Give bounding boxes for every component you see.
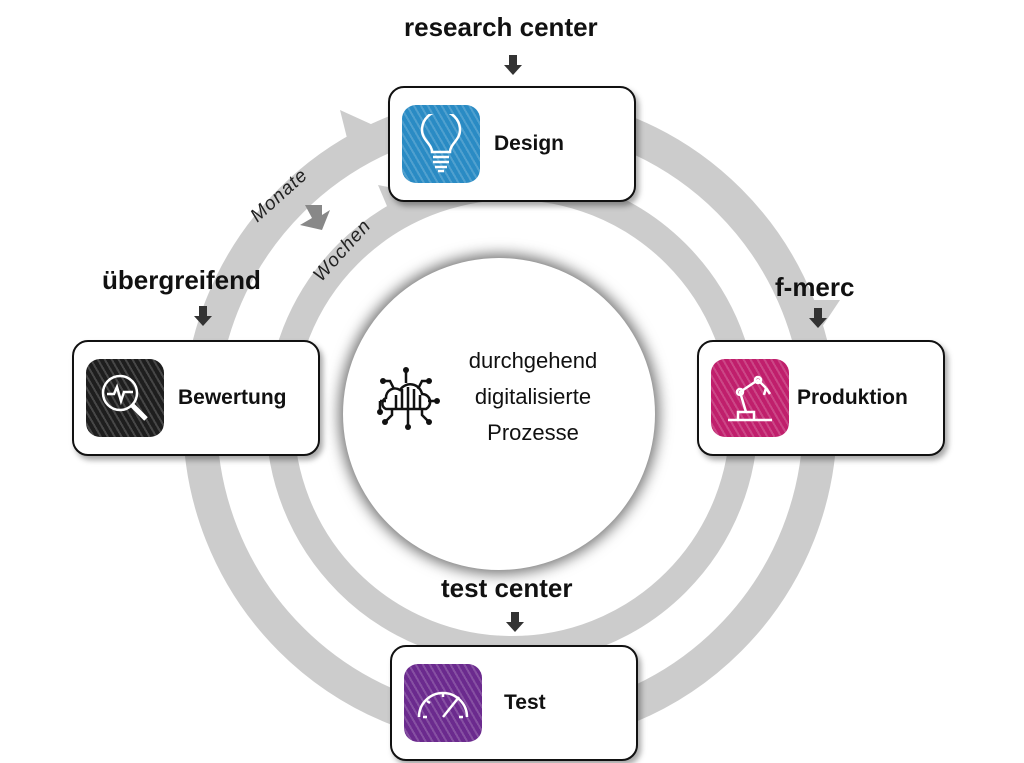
outer-arrowhead: [340, 110, 395, 170]
stage-design: Design: [388, 86, 636, 202]
stage-bewertung: Bewertung: [72, 340, 320, 456]
speedometer-icon: [404, 664, 482, 742]
test-source-label: test center: [441, 573, 573, 603]
stage-produktion: Produktion: [697, 340, 945, 456]
stage-test: Test: [390, 645, 638, 761]
center-line-3: Prozesse: [487, 420, 579, 445]
magnifier-pulse-icon: [86, 359, 164, 437]
produktion-title: Produktion: [797, 386, 908, 409]
bewertung-source-label: übergreifend: [102, 265, 261, 295]
bewertung-title: Bewertung: [178, 386, 287, 409]
design-title: Design: [494, 132, 565, 155]
test-title: Test: [504, 691, 546, 714]
lightbulb-icon: [402, 105, 480, 183]
robot-arm-icon: [711, 359, 789, 437]
design-source-label: research center: [404, 12, 598, 42]
transition-arrow: [300, 205, 330, 230]
center-circle: [343, 258, 655, 570]
center-line-1: durchgehend: [468, 348, 598, 373]
center-text: durchgehend digitalisierte Prozesse: [448, 343, 618, 451]
center-line-2: digitalisierte: [474, 384, 592, 409]
cloud-network-icon: [377, 367, 440, 430]
produktion-source-label: f-merc: [775, 272, 855, 302]
